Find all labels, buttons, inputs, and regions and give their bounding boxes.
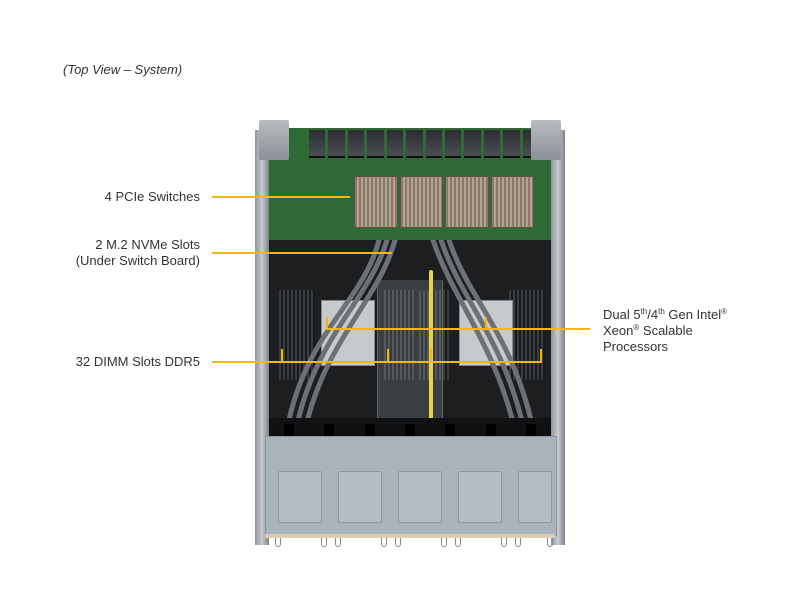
- motherboard-interior: [269, 240, 551, 435]
- label-m2-nvme-slots: 2 M.2 NVMe Slots (Under Switch Board): [75, 237, 200, 268]
- latch: [455, 538, 461, 547]
- label-cpu: Dual 5th/4th Gen Intel® Xeon® Scalable P…: [603, 307, 728, 354]
- latch: [335, 538, 341, 547]
- leader-dimm-tick: [281, 349, 283, 363]
- leader-dimm-tick: [430, 349, 432, 363]
- latch: [321, 538, 327, 547]
- drive-bay: [518, 471, 552, 523]
- leader-m2-slots: [212, 252, 392, 254]
- drive-bay: [398, 471, 442, 523]
- label-pcie-switches: 4 PCIe Switches: [104, 189, 200, 204]
- fan-row: [269, 418, 551, 436]
- latch: [547, 538, 553, 547]
- front-drive-cage: [265, 436, 557, 536]
- front-bezel: [265, 534, 555, 538]
- leader-dimm-tick: [387, 349, 389, 363]
- server-chassis-image: [255, 120, 565, 550]
- left-rack-ear: [259, 120, 289, 160]
- leader-dimm-main: [212, 361, 542, 363]
- cable-bundle: [286, 240, 534, 433]
- drive-bay: [458, 471, 502, 523]
- latch: [441, 538, 447, 547]
- label-dimm-slots: 32 DIMM Slots DDR5: [75, 354, 200, 369]
- latch: [515, 538, 521, 547]
- pcie-switch-heatsinks: [354, 176, 534, 228]
- dimm-bank: [384, 290, 414, 380]
- leader-cpu-tick: [326, 317, 328, 330]
- leader-cpu-main: [326, 328, 590, 330]
- latch: [381, 538, 387, 547]
- leader-pcie-switches: [212, 196, 350, 198]
- drive-bay: [278, 471, 322, 523]
- latch: [395, 538, 401, 547]
- drive-bay: [338, 471, 382, 523]
- leader-dimm-tick: [540, 349, 542, 363]
- mcio-connectors: [309, 130, 540, 158]
- dimm-bank: [419, 290, 449, 380]
- leader-cpu-tick: [485, 317, 487, 330]
- latch: [275, 538, 281, 547]
- right-rack-ear: [531, 120, 561, 160]
- diagram-caption: (Top View – System): [63, 62, 183, 77]
- latch: [501, 538, 507, 547]
- pcie-switch-board: [269, 128, 551, 258]
